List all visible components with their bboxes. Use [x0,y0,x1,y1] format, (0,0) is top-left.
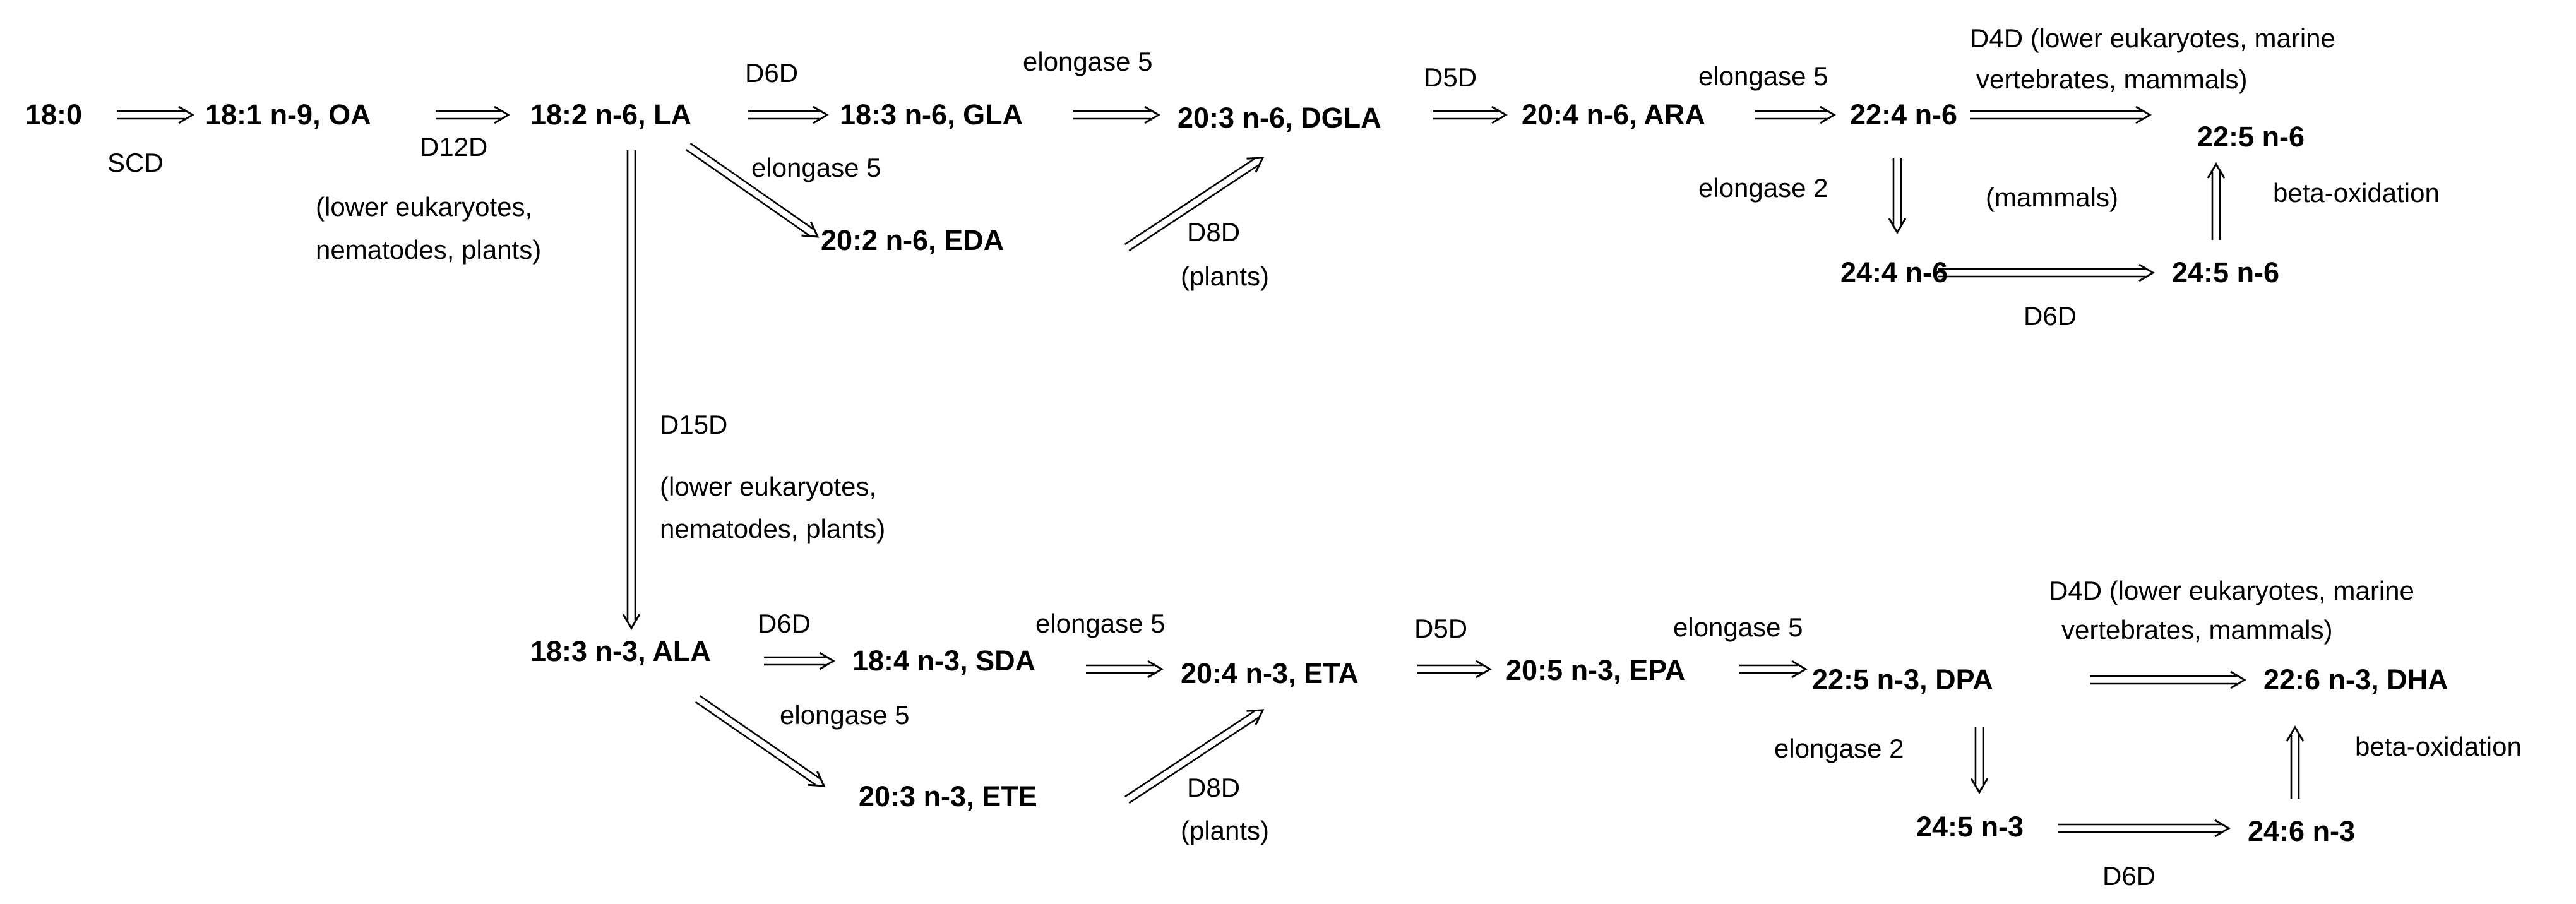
enzyme-elongase2-lower-label: elongase 2 [1774,734,1904,763]
arrow-sda-to-eta [1086,660,1164,679]
enzyme-elongase5-ete-label: elongase 5 [780,700,910,730]
enzyme-d8d-upper-note: (plants) [1181,261,1269,291]
arrow-ala-to-ete [695,694,826,787]
enzyme-d5d-lower-label: D5D [1414,614,1467,643]
arrow-gla-to-dgla [1073,105,1160,124]
node-eta: 20:4 n-3, ETA [1181,657,1359,689]
arrow-epa-to-dpa [1739,660,1808,679]
node-arachidonic-acid: 20:4 n-6, ARA [1522,98,1705,131]
node-sda: 18:4 n-3, SDA [852,645,1035,677]
node-epa: 20:5 n-3, EPA [1506,654,1685,686]
arrow-24-5-to-dpa6 [2207,162,2226,240]
enzyme-d4d-upper-label-line1: D4D (lower eukaryotes, marine [1970,23,2335,53]
node-24-4-n6: 24:4 n-6 [1840,256,1948,288]
arrow-ete-to-eta [1124,709,1265,804]
node-linoleic-acid: 18:2 n-6, LA [530,98,691,131]
enzyme-d15d-label: D15D [660,410,727,439]
enzyme-d12d-label: D12D [420,132,487,162]
arrow-la-to-eda [685,143,820,238]
enzyme-d15d-note-line2: nematodes, plants) [660,514,885,544]
enzyme-d8d-upper-label: D8D [1187,217,1240,247]
node-24-6-n3: 24:6 n-3 [2248,815,2355,847]
arrow-dpa-to-dha [2090,670,2246,689]
node-oleic-acid: 18:1 n-9, OA [205,98,371,131]
arrow-ara-to-dta [1755,105,1836,124]
arrow-eta-to-epa [1417,660,1492,679]
arrow-eda-to-dgla [1124,157,1265,252]
arrow-la-to-ala [622,150,641,630]
reaction-arrows [117,105,2305,838]
enzyme-beta-oxidation-upper-label: beta-oxidation [2273,178,2440,208]
enzyme-d6d-upper-right-label: D6D [2024,301,2077,331]
enzyme-elongase5-ara-label: elongase 5 [1698,61,1828,91]
arrow-24-6-to-dha [2286,725,2305,799]
node-22-5-n6: 22:5 n-6 [2197,121,2305,153]
node-dpa: 22:5 n-3, DPA [1812,663,1993,696]
enzyme-d8d-lower-note: (plants) [1181,816,1269,845]
node-dgla: 20:3 n-6, DGLA [1178,102,1381,134]
arrow-dta-to-24-4 [1888,158,1907,234]
node-22-4-n6: 22:4 n-6 [1850,98,1957,131]
arrow-sa-to-oa [117,105,194,124]
node-stearic-acid: 18:0 [25,98,82,131]
node-24-5-n3: 24:5 n-3 [1916,811,2024,843]
enzyme-elongase5-gla-label: elongase 5 [1023,47,1153,76]
arrow-la-to-gla [748,105,829,124]
enzyme-d6d-lower-right-label: D6D [2102,861,2156,891]
node-ete: 20:3 n-3, ETE [859,780,1037,812]
arrow-24-4-to-24-5 [1938,263,2155,282]
node-alpha-linolenic-acid: 18:3 n-3, ALA [530,635,711,667]
node-eda: 20:2 n-6, EDA [821,224,1004,256]
enzyme-d12d-note-line2: nematodes, plants) [316,235,541,265]
enzyme-elongase5-epa-label: elongase 5 [1673,612,1803,642]
enzyme-d4d-lower-label-line1: D4D (lower eukaryotes, marine [2049,576,2414,605]
arrow-dgla-to-ara [1433,105,1508,124]
arrow-oa-to-la [436,105,510,124]
enzyme-beta-oxidation-lower-label: beta-oxidation [2355,732,2522,761]
arrow-24-5-to-24-6 [2058,819,2231,838]
enzyme-d4d-lower-label-line2: vertebrates, mammals) [2061,615,2332,645]
enzyme-mammals-note: (mammals) [1986,182,2118,212]
enzyme-d6d-lower-label: D6D [758,609,811,638]
arrow-dpa-to-24-5 [1970,727,1989,794]
node-24-5-n6: 24:5 n-6 [2172,256,2279,288]
enzyme-d5d-upper-label: D5D [1424,62,1477,92]
enzyme-d8d-lower-label: D8D [1187,773,1240,802]
enzyme-d12d-note-line1: (lower eukaryotes, [316,192,532,222]
enzyme-elongase5-sda-label: elongase 5 [1035,609,1166,638]
enzyme-d15d-note-line1: (lower eukaryotes, [660,472,876,501]
node-gla: 18:3 n-6, GLA [840,98,1023,131]
enzyme-elongase5-eda-label: elongase 5 [751,153,881,182]
node-dha: 22:6 n-3, DHA [2263,663,2448,696]
enzyme-scd-label: SCD [107,148,164,177]
arrow-dta-to-dpa6 [1970,105,2152,124]
enzyme-d6d-upper-label: D6D [745,58,798,88]
enzyme-elongase2-upper-label: elongase 2 [1698,173,1828,203]
enzyme-d4d-upper-label-line2: vertebrates, mammals) [1976,64,2247,94]
arrow-ala-to-sda [764,651,835,670]
